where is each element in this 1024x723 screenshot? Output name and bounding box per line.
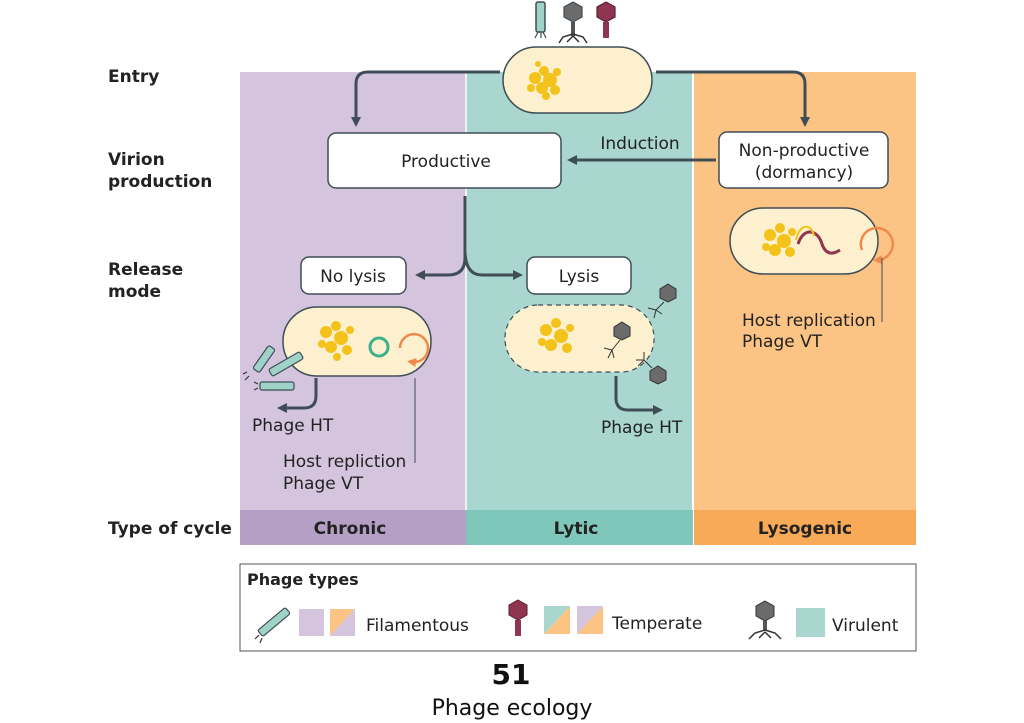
row-label-virion: Virion [108,150,165,170]
legend-temperate-icon [508,599,528,636]
lytic-band [466,510,693,545]
prophage-icon [796,230,841,255]
cycle-lysogenic: Lysogenic [758,519,852,539]
legend-temperate: Temperate [611,614,702,634]
non-productive-box [718,131,889,189]
dna-icon [318,321,354,361]
chronic-cell [282,306,432,377]
released-phages-icon [636,283,677,385]
virulent-phage-icon [603,321,631,359]
lysogenic-band [694,510,916,545]
figure-caption: Phage ecology [432,696,593,721]
legend: Phage types Filamentous Temperate Virule… [239,563,917,652]
lysogenic-cell [729,207,895,275]
chronic-phage-ht: Phage HT [252,416,334,436]
legend-virulent-icon [748,600,782,640]
dna-icon [538,318,574,353]
legend-title: Phage types [247,570,359,589]
lysogenic-phage-vt: Phage VT [742,332,823,352]
induction-label: Induction [600,134,679,154]
chronic-host-replication: Host repliction [283,452,406,472]
chronic-phage-vt: Phage VT [283,474,364,494]
plasmid-icon [368,336,390,358]
row-label-cycle: Type of cycle [108,519,232,539]
row-label-entry: Entry [108,67,159,87]
temperate-phage-icon [596,1,616,38]
no-lysis-label: No lysis [320,267,386,287]
non-productive-label: Non-productive [739,141,870,161]
chronic-band [240,510,466,545]
entry-cell [502,46,653,114]
no-lysis-box [300,256,407,295]
row-label-production: production [108,172,212,192]
lysogenic-host-replication: Host replication [742,311,876,331]
virulent-phage-icon [558,1,588,44]
cycle-chronic: Chronic [314,519,387,539]
filamentous-phage-icon [534,1,547,39]
legend-virulent: Virulent [832,616,899,636]
filament-phages-icon [242,345,304,391]
legend-filamentous: Filamentous [366,616,469,636]
replication-cycle-icon [859,226,895,265]
productive-box [327,132,562,189]
cycle-lytic: Lytic [554,519,599,539]
row-label-mode: mode [108,282,161,302]
dna-icon [762,223,796,257]
legend-filamentous-icon [254,607,291,644]
replication-cycle-icon [398,332,430,368]
dormancy-label: (dormancy) [755,163,853,183]
dna-icon [527,61,561,100]
lysis-label: Lysis [559,267,600,287]
row-label-release: Release [108,260,183,280]
lytic-phage-ht: Phage HT [601,418,683,438]
lytic-cell [504,304,655,373]
figure-number: 51 [492,658,531,691]
lysis-box [526,256,632,295]
productive-label: Productive [401,152,491,172]
